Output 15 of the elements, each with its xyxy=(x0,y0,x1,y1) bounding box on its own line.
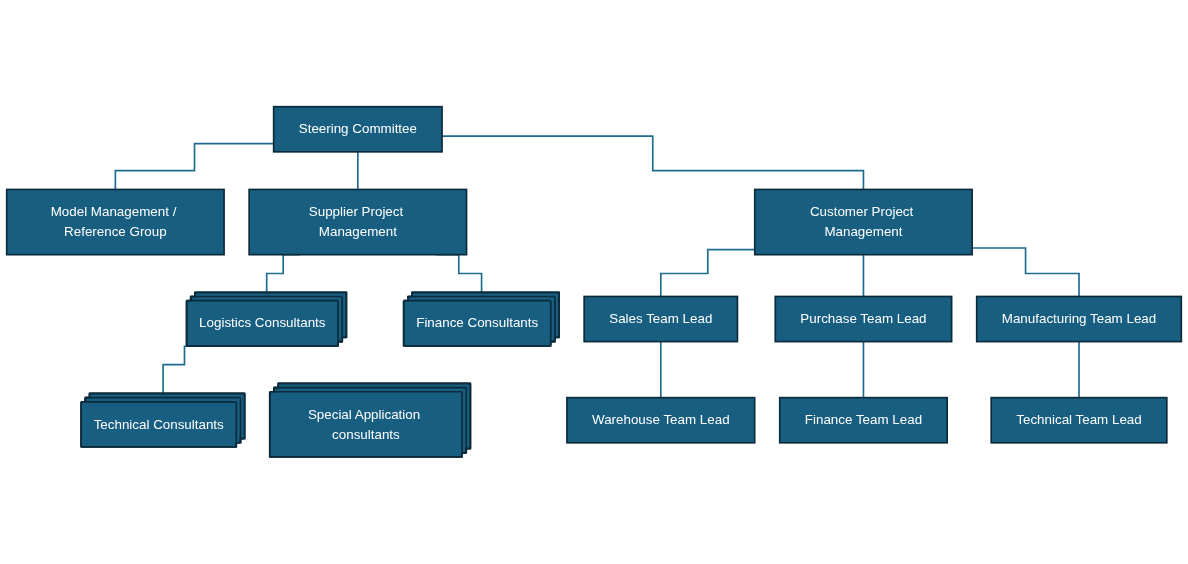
node-box: Technical Team Lead xyxy=(990,396,1168,444)
node-box: Sales Team Lead xyxy=(583,295,739,343)
node-box: Warehouse Team Lead xyxy=(566,396,756,444)
node-box: Supplier Project Management xyxy=(248,188,468,256)
connector xyxy=(862,340,865,399)
connector xyxy=(659,340,662,399)
node-box: Steering Committee xyxy=(272,106,443,153)
connector xyxy=(862,254,865,298)
connector xyxy=(357,151,359,191)
node-box: Model Management / Reference Group xyxy=(5,188,225,256)
node-box: Manufacturing Team Lead xyxy=(975,295,1183,343)
node-box: Finance Team Lead xyxy=(778,396,948,444)
node-box: Purchase Team Lead xyxy=(774,295,953,343)
connector xyxy=(1078,340,1080,399)
node-box: Customer Project Management xyxy=(753,188,973,256)
